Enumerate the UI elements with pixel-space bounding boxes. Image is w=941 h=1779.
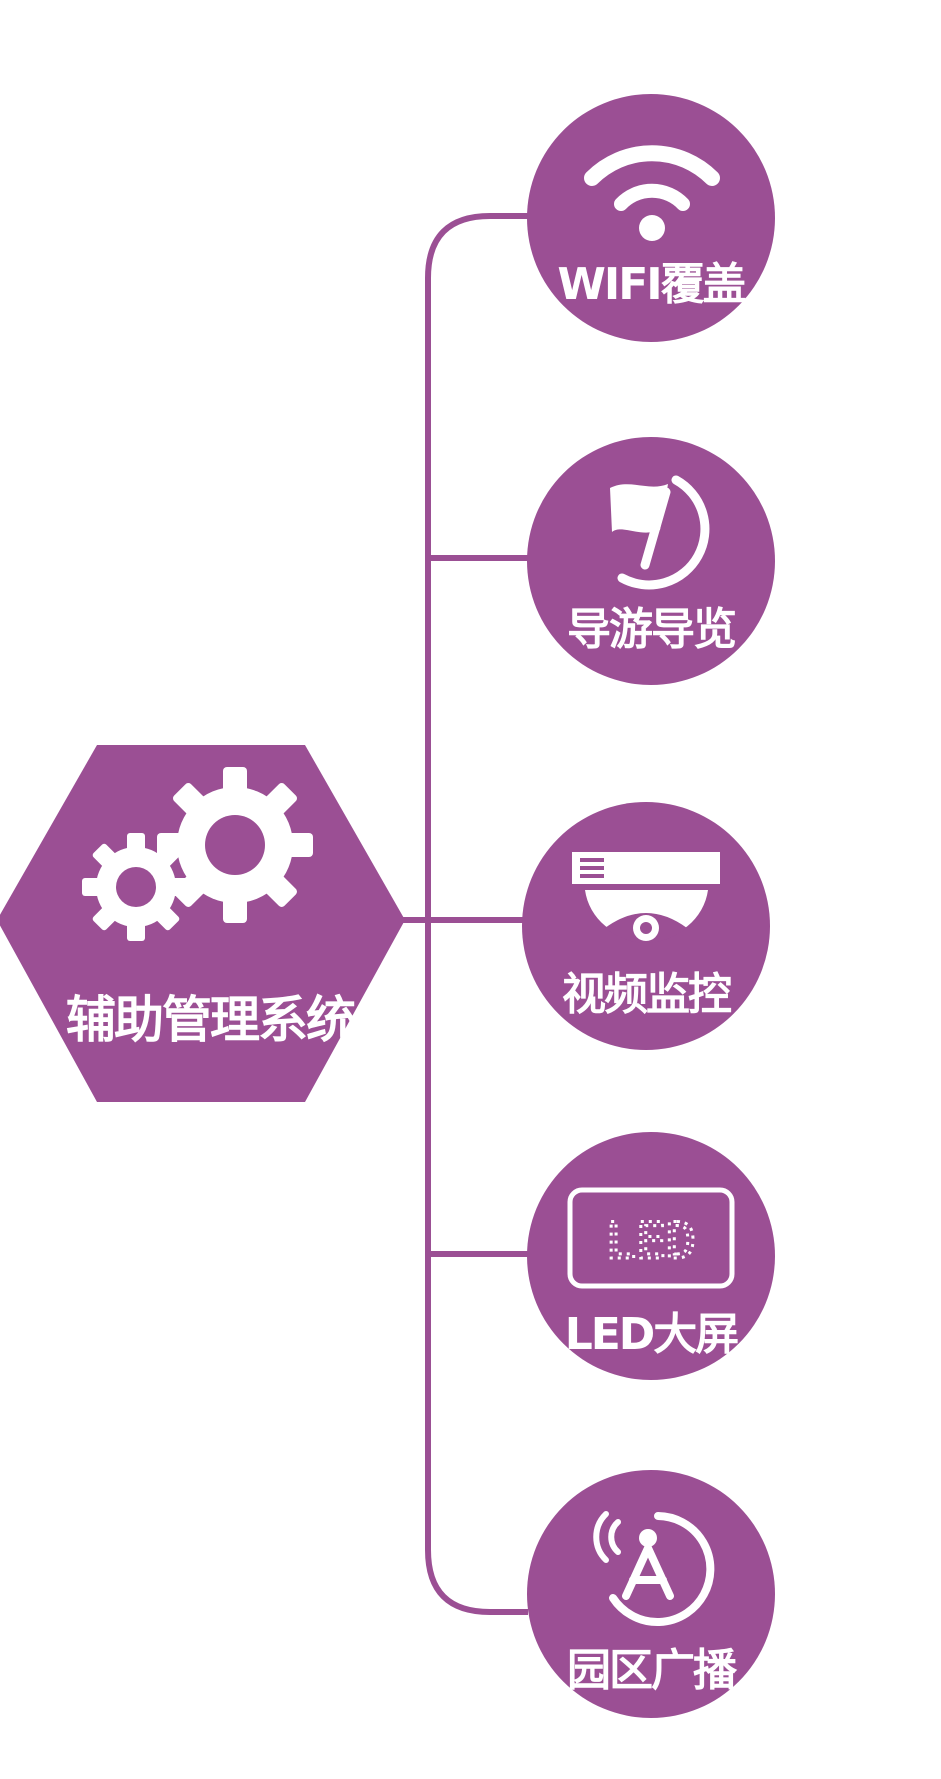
node-camera [522, 802, 770, 1050]
broadcast-tower-icon [593, 1511, 715, 1626]
connector-lines [398, 213, 528, 1615]
node-label-camera: 视频监控 [562, 969, 732, 1020]
node-circle-tour [527, 437, 775, 685]
gears-icon [82, 767, 313, 941]
trunk-line [425, 213, 528, 1615]
node-label-wifi: WIFI覆盖 [557, 259, 746, 310]
wifi-icon [584, 145, 720, 241]
led-screen-icon: LED [567, 1187, 735, 1289]
node-led: LED [527, 1132, 775, 1380]
svg-text:LED: LED [606, 1212, 696, 1270]
hub-node [0, 745, 405, 1102]
hub-label: 辅助管理系统 [66, 991, 356, 1049]
node-wifi [527, 94, 775, 342]
node-tour [527, 437, 775, 685]
node-broadcast [527, 1470, 775, 1718]
tour-flag-icon [610, 475, 710, 590]
dome-camera-icon [572, 852, 720, 943]
node-label-broadcast: 园区广播 [567, 1645, 737, 1696]
node-circle-led [527, 1132, 775, 1380]
node-circle-broadcast [527, 1470, 775, 1718]
node-label-led: LED大屏 [564, 1309, 740, 1360]
node-label-tour: 导游导览 [567, 604, 737, 655]
